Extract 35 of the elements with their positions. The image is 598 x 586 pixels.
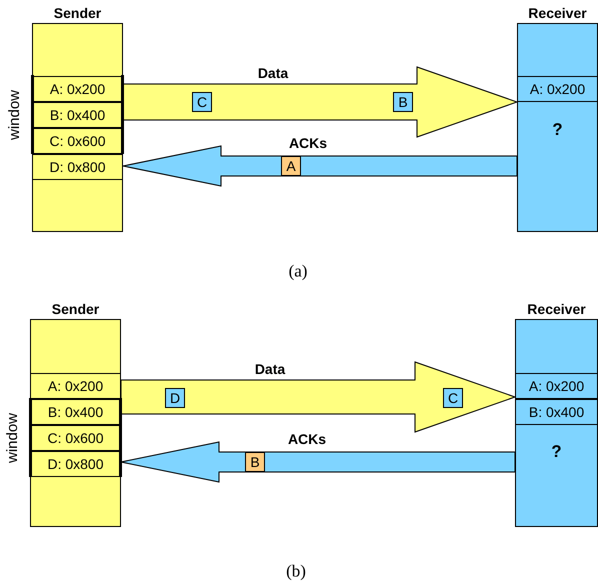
packet: C — [192, 92, 212, 112]
window-label: window — [7, 88, 23, 142]
window-label: window — [5, 412, 21, 466]
fat-arrow — [122, 145, 518, 187]
buffer-row: D: 0x800 — [32, 154, 123, 180]
buffer-row: A: 0x200 — [30, 373, 121, 399]
fat-arrow — [122, 66, 519, 138]
column-heading: Sender — [50, 300, 100, 318]
buffer-row: C: 0x600 — [30, 425, 121, 451]
fat-arrow — [120, 361, 517, 433]
buffer-row: B: 0x400 — [32, 102, 123, 128]
edge-label: Data — [254, 361, 286, 377]
unknown-mark: ? — [550, 442, 563, 462]
buffer-row: A: 0x200 — [32, 76, 123, 102]
buffer-row: A: 0x200 — [515, 373, 598, 399]
edge-label: ACKs — [288, 135, 328, 151]
column-heading: Receiver — [527, 4, 588, 22]
buffer-row: D: 0x800 — [30, 451, 121, 477]
edge-label: ACKs — [288, 431, 326, 447]
edge-label: Data — [258, 65, 288, 81]
buffer-row: A: 0x200 — [517, 76, 598, 102]
packet: D — [165, 388, 185, 408]
column-heading: Receiver — [526, 300, 587, 318]
fat-arrow — [120, 441, 516, 483]
column-heading: Sender — [52, 4, 102, 22]
buffer-row: C: 0x600 — [32, 128, 123, 154]
packet: A — [281, 156, 301, 176]
packet: B — [245, 452, 265, 472]
buffer-row: B: 0x400 — [30, 399, 121, 425]
panel-caption: (a) — [288, 260, 308, 282]
buffer-row: B: 0x400 — [515, 399, 598, 425]
packet: B — [393, 92, 413, 112]
unknown-mark: ? — [551, 120, 564, 140]
packet: C — [443, 388, 463, 408]
panel-caption: (b) — [286, 560, 306, 582]
